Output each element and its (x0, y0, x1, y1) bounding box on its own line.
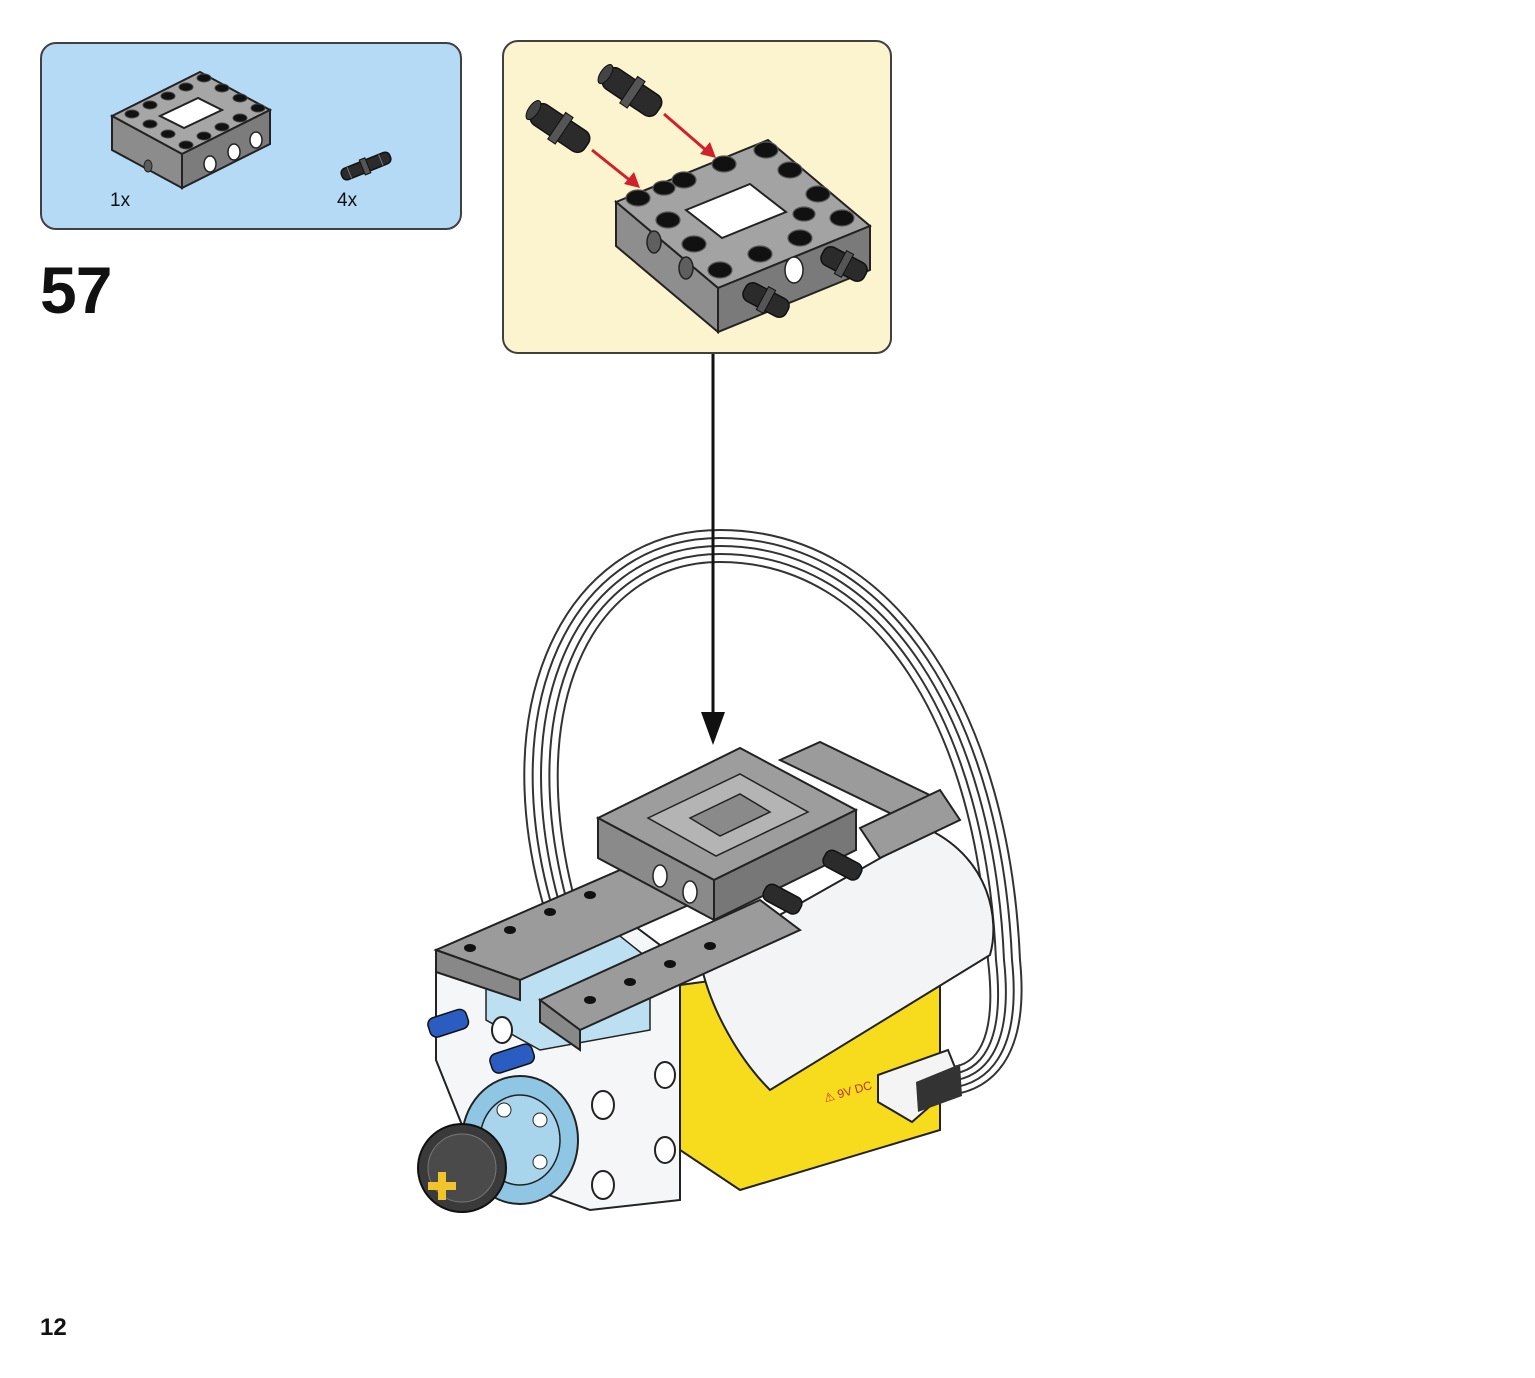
blue-pin-upper (427, 1008, 470, 1038)
hub-white-cover (698, 828, 995, 1092)
placed-frame-brick (595, 746, 863, 922)
cable-loop (523, 528, 1023, 1096)
blue-pin-lower (489, 1043, 536, 1074)
frame-brick-part-icon (109, 70, 273, 190)
tire-gear (417, 1123, 507, 1213)
subassembly-callout (502, 40, 892, 354)
frame-brick-count: 1x (110, 190, 131, 211)
friction-pin-count: 4x (337, 190, 358, 211)
parts-list-panel: 1x 4x (40, 42, 462, 230)
step-number: 57 (40, 253, 112, 327)
friction-pin-part-icon (340, 151, 392, 181)
subassembly-illustration (525, 64, 872, 335)
page-number: 12 (40, 1314, 67, 1341)
